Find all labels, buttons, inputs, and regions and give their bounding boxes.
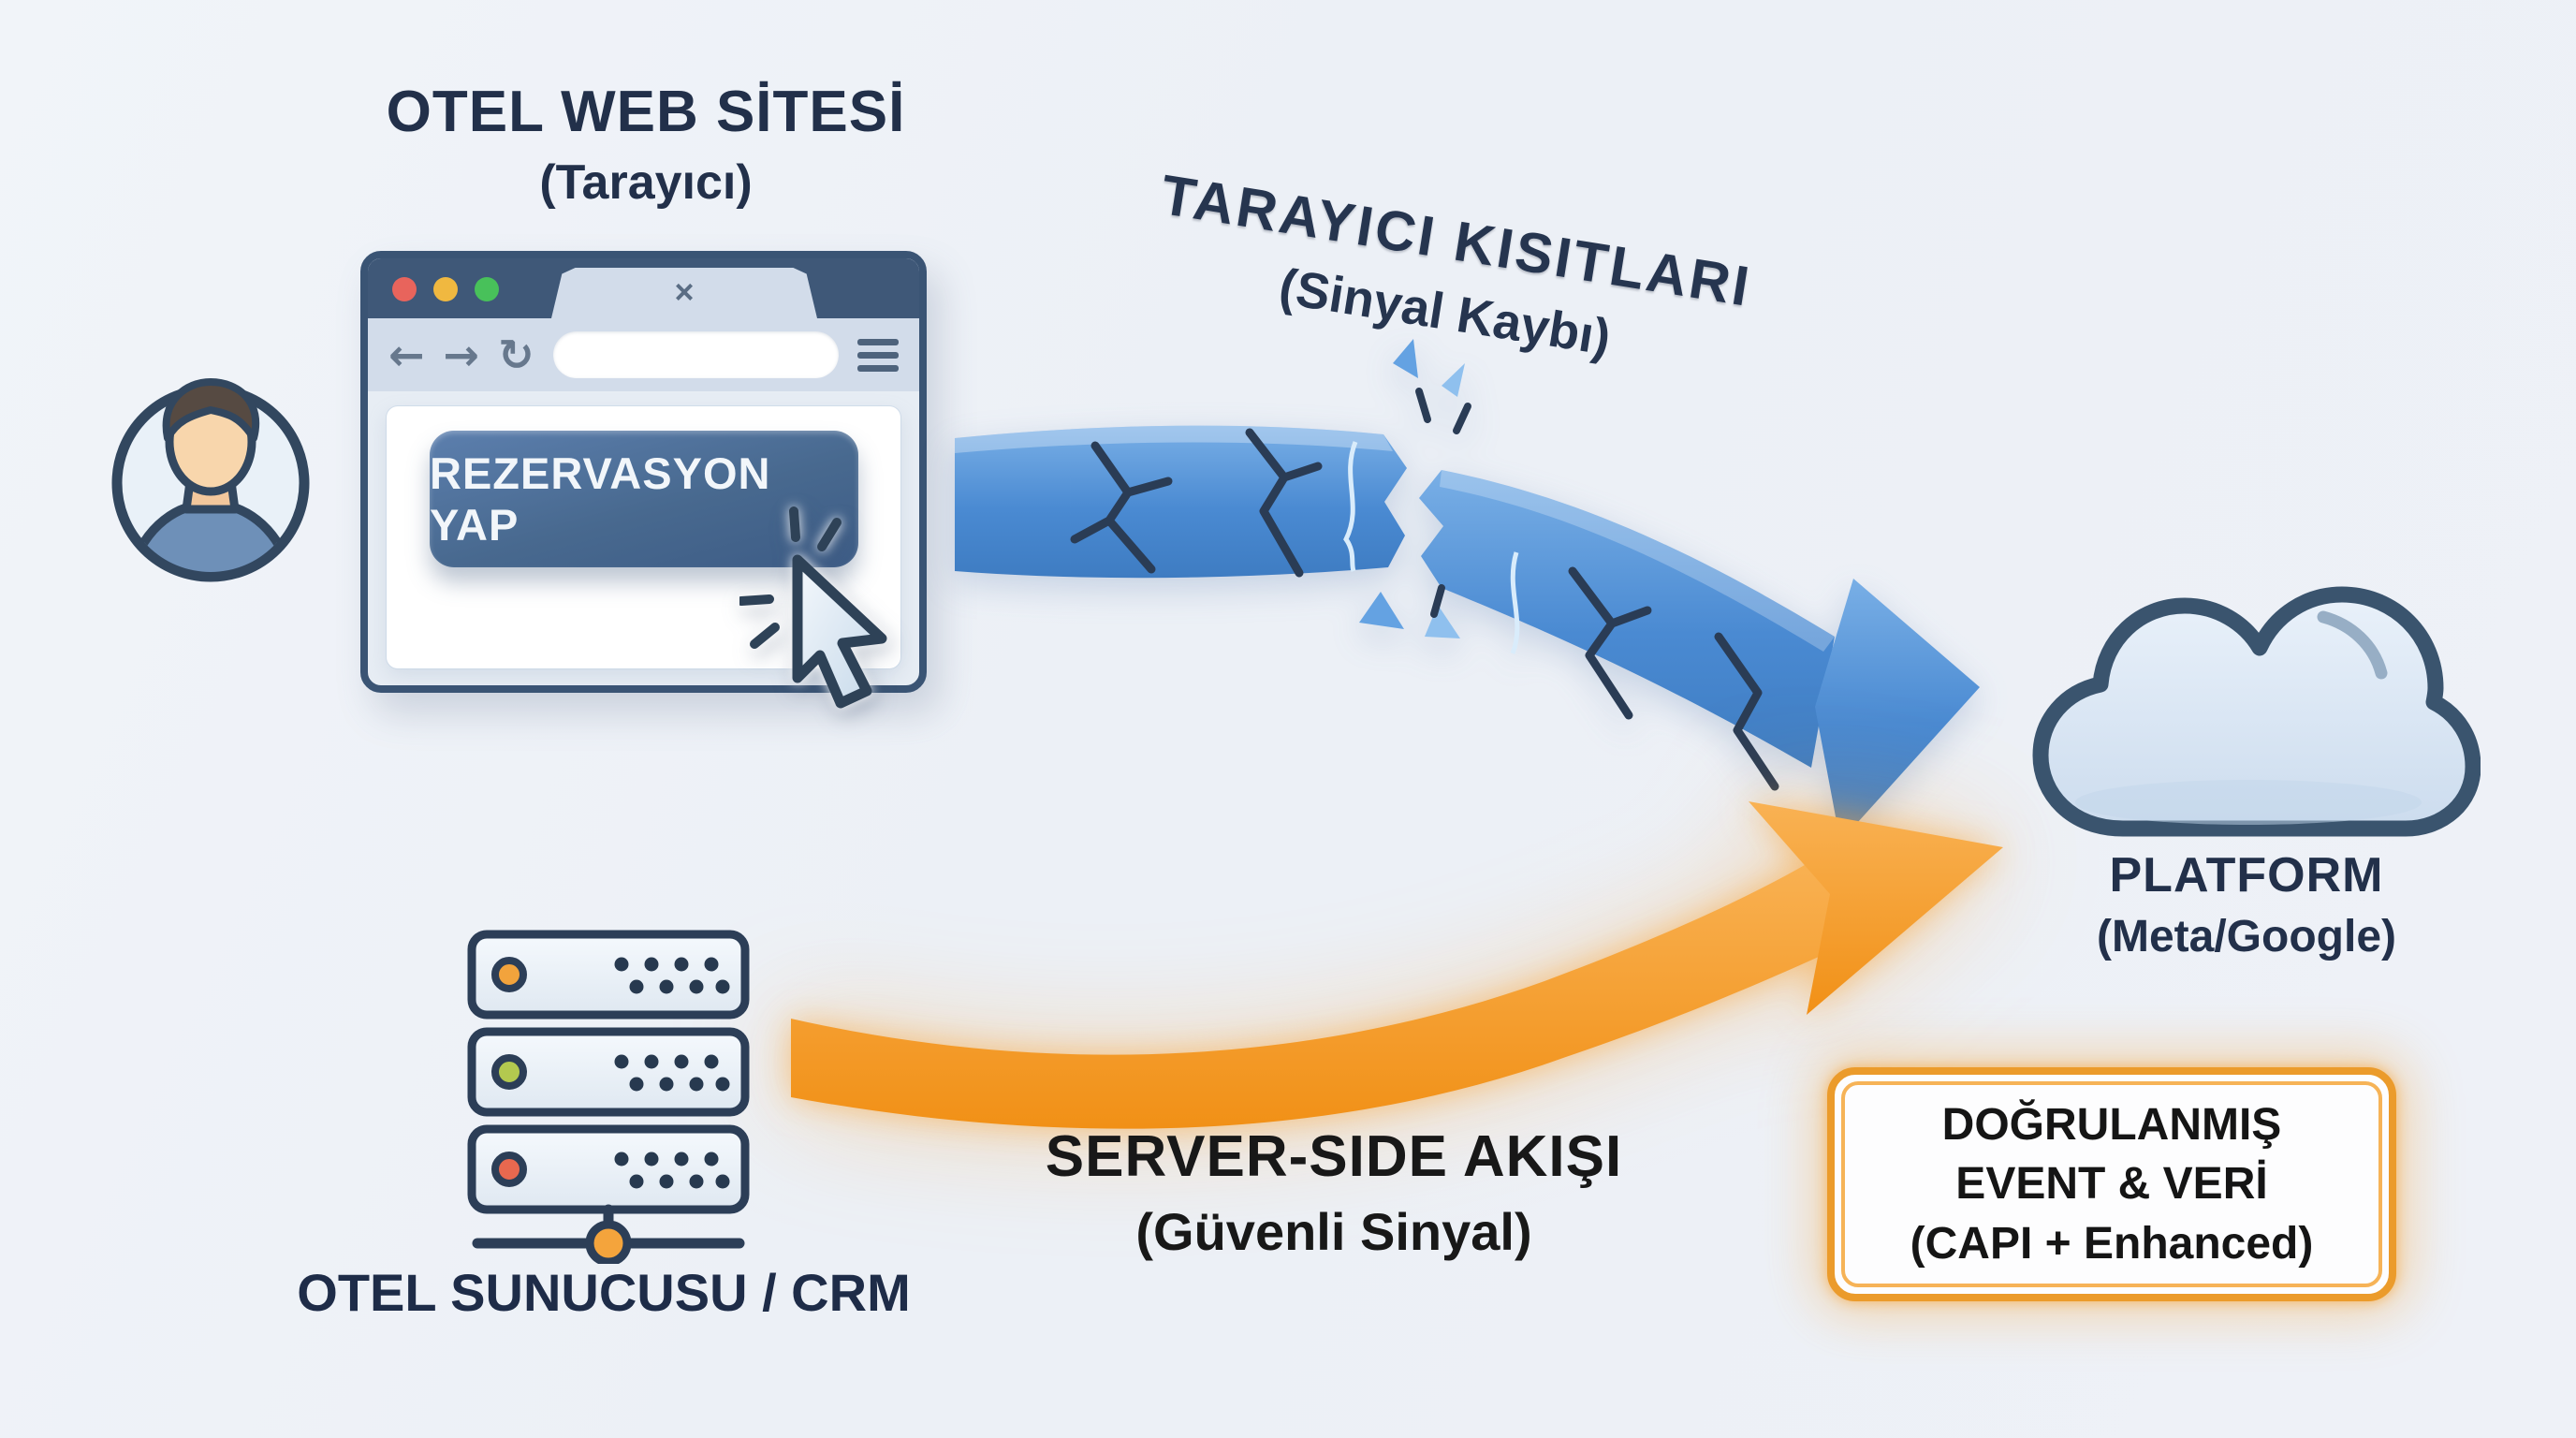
maximize-window-button[interactable] [475, 277, 499, 301]
server-label: OTEL SUNUCUSU / CRM [297, 1263, 911, 1322]
platform-label: PLATFORM (Meta/Google) [2003, 847, 2490, 962]
broken-signal-arrow [955, 339, 1980, 842]
cursor-click-icon [739, 506, 887, 709]
platform-subtitle: (Meta/Google) [2097, 912, 2396, 961]
verified-box-line1: DOĞRULANMIŞ [1941, 1099, 2282, 1150]
network-node [585, 1220, 632, 1264]
browser-toolbar: ← → ↻ [368, 318, 919, 391]
led-green [491, 1054, 527, 1090]
address-bar[interactable] [552, 331, 839, 378]
tab-close-icon[interactable]: × [674, 272, 695, 311]
user-avatar-icon [111, 378, 310, 582]
hotel-website-title: OTEL WEB SİTESİ [386, 80, 906, 144]
reservation-button[interactable]: REZERVASYON YAP [430, 431, 858, 567]
server-stack-icon [467, 930, 750, 1264]
server-flow-subtitle: (Güvenli Sinyal) [1135, 1202, 1532, 1261]
close-window-button[interactable] [392, 277, 417, 301]
reservation-button-label: REZERVASYON YAP [430, 448, 771, 550]
browser-title-bar: × [368, 258, 919, 318]
forward-icon[interactable]: → [443, 330, 480, 380]
led-red [491, 1152, 527, 1187]
minimize-window-button[interactable] [433, 277, 458, 301]
break-shards [1359, 339, 1465, 638]
server-flow-title: SERVER-SIDE AKIŞI [1045, 1124, 1623, 1189]
refresh-icon[interactable]: ↻ [498, 330, 534, 380]
browser-tab[interactable]: × [551, 268, 817, 318]
led-orange [491, 957, 527, 992]
back-icon[interactable]: ← [388, 330, 425, 380]
cloud-icon [2032, 586, 2481, 837]
hotel-website-subtitle: (Tarayıcı) [539, 155, 753, 210]
hotel-website-label: OTEL WEB SİTESİ (Tarayıcı) [328, 79, 964, 211]
verified-events-box: DOĞRULANMIŞ EVENT & VERİ (CAPI + Enhance… [1827, 1067, 2396, 1301]
verified-box-line3: (CAPI + Enhanced) [1910, 1218, 2314, 1269]
secure-signal-arrow [791, 801, 2003, 1129]
platform-title: PLATFORM [2109, 848, 2384, 902]
menu-icon[interactable] [857, 338, 899, 372]
server-flow-label: SERVER-SIDE AKIŞI (Güvenli Sinyal) [964, 1123, 1704, 1262]
verified-box-line2: EVENT & VERİ [1955, 1159, 2268, 1210]
